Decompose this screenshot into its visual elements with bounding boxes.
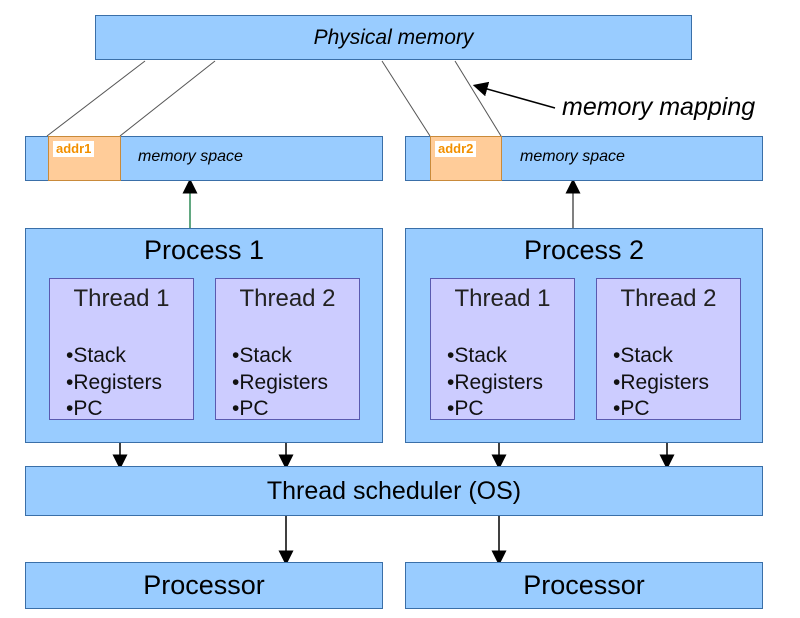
process-2-box: Process 2 Thread 1 •Stack •Registers •PC… <box>405 228 763 443</box>
addr1-block: addr1 <box>48 135 121 181</box>
thread-item: •Stack <box>66 344 126 367</box>
mapping-line <box>46 60 146 137</box>
addr2-label: addr2 <box>435 140 477 157</box>
thread-item: •PC <box>613 397 650 420</box>
memory-space-label: memory space <box>138 148 243 165</box>
processor-1-box: Processor <box>25 562 383 609</box>
process-title: Process 2 <box>523 235 645 265</box>
thread-item: •Registers <box>447 371 544 394</box>
thread-box: Thread 2 •Stack •Registers •PC <box>596 278 741 420</box>
thread-box: Thread 1 •Stack •Registers •PC <box>49 278 194 420</box>
thread-item: •Registers <box>232 371 329 394</box>
thread-title: Thread 1 <box>73 285 170 312</box>
addr2-block: addr2 <box>430 135 502 181</box>
addr1-label: addr1 <box>53 140 95 157</box>
memory-space-2: addr2 memory space <box>405 135 763 181</box>
thread-title: Thread 2 <box>239 285 336 312</box>
thread-box: Thread 2 •Stack •Registers •PC <box>215 278 360 420</box>
process-1-box: Process 1 Thread 1 •Stack •Registers •PC… <box>25 228 383 443</box>
memory-space-label: memory space <box>520 148 625 165</box>
physical-memory-label: Physical memory <box>313 25 474 49</box>
thread-scheduler-label: Thread scheduler (OS) <box>266 476 522 505</box>
physical-memory-box: Physical memory <box>95 15 692 60</box>
thread-box: Thread 1 •Stack •Registers •PC <box>430 278 575 420</box>
thread-scheduler-box: Thread scheduler (OS) <box>25 466 763 516</box>
thread-item: •Registers <box>66 371 163 394</box>
memory-space-1: addr1 memory space <box>25 135 383 181</box>
thread-item: •PC <box>447 397 484 420</box>
thread-item: •PC <box>232 397 269 420</box>
mapping-line <box>119 60 216 137</box>
thread-title: Thread 1 <box>454 285 551 312</box>
mapping-line <box>381 60 431 137</box>
process-title: Process 1 <box>143 235 265 265</box>
thread-title: Thread 2 <box>620 285 717 312</box>
mapping-line <box>454 60 502 137</box>
thread-item: •Stack <box>232 344 292 367</box>
thread-item: •Registers <box>613 371 710 394</box>
thread-item: •PC <box>66 397 103 420</box>
memory-mapping-annotation: memory mapping <box>562 93 756 121</box>
thread-item: •Stack <box>613 344 673 367</box>
processor-label: Processor <box>143 570 265 600</box>
thread-item: •Stack <box>447 344 507 367</box>
mapping-annotation-arrow <box>472 81 556 109</box>
processor-2-box: Processor <box>405 562 763 609</box>
processor-label: Processor <box>523 570 645 600</box>
